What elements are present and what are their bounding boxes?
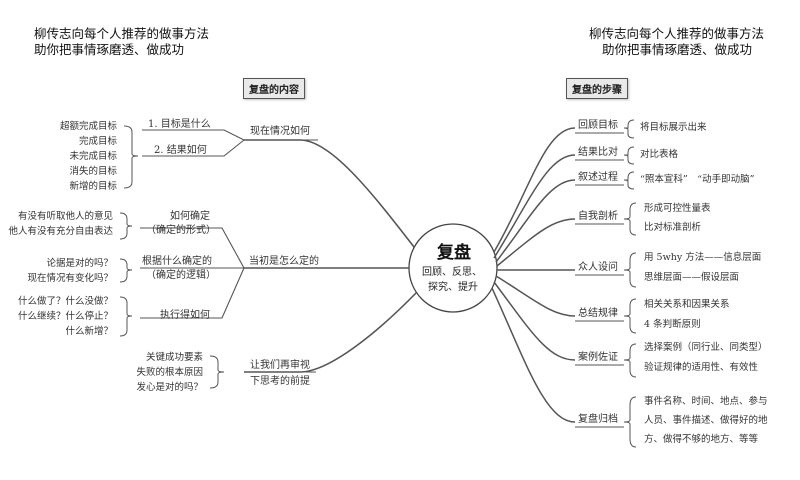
- step-label: 复盘归档: [578, 414, 618, 425]
- step-detail: 用 5why 方法——信息层面: [644, 252, 762, 263]
- step-detail: 将目标展示出来: [640, 122, 707, 133]
- center-title: 复盘: [437, 243, 471, 263]
- step-label: 案例佐证: [578, 352, 618, 363]
- b2-bracket-2: [119, 258, 133, 283]
- b1-bracket: [123, 125, 139, 189]
- b3-note: 发心是对的吗？: [136, 382, 203, 393]
- step-detail: 思维层面——假设层面: [644, 272, 740, 283]
- center-line2: 探究、提升: [428, 282, 478, 293]
- step-detail: 方、做得不够的地方、等等: [644, 434, 759, 445]
- right-section-label: 复盘的步骤: [566, 78, 628, 99]
- b3-note: 关键成功要素: [145, 352, 203, 363]
- left-branch-underlines: [244, 139, 322, 373]
- b2-bracket-3: [119, 296, 133, 337]
- step-detail: 形成可控性量表: [644, 203, 711, 214]
- b1-sublines: [142, 129, 245, 157]
- step-label: 回顾目标: [578, 120, 618, 131]
- step-label: 叙述过程: [578, 172, 618, 183]
- right-step-underlines: [575, 132, 624, 428]
- b2-sub3-note: 什么新增？: [65, 326, 113, 337]
- branch-premise-line1: 让我们再审视: [250, 360, 310, 371]
- b2-sub1-line1: 如何确定: [170, 211, 210, 222]
- b2-sub1-line2: （确定的形式）: [146, 225, 216, 236]
- right-brackets: [623, 119, 637, 448]
- b2-sub2-line2: （确定的逻辑）: [146, 270, 216, 281]
- step-detail: 事件名称、时间、地点、参与: [644, 396, 768, 407]
- branch-premise-line2: 下思考的前提: [250, 376, 310, 387]
- b2-sublines: [140, 227, 245, 319]
- b2-sub3-note: 什么做了？什么没做？: [17, 296, 113, 307]
- branch-line-current: [244, 139, 415, 248]
- header-right-line2: 助你把事情琢磨透、做成功: [601, 42, 752, 57]
- right-fan: [491, 127, 576, 423]
- b1-item-result: 2. 结果如何: [154, 145, 207, 156]
- step-label: 众人设问: [578, 262, 618, 273]
- b1-detail: 未完成目标: [69, 151, 117, 162]
- b1-detail: 完成目标: [78, 136, 117, 147]
- step-detail: 人员、事件描述、做得好的地: [644, 415, 768, 426]
- b1-detail: 消失的目标: [69, 166, 117, 177]
- header-left-line1: 柳传志向每个人推荐的做事方法: [34, 26, 210, 41]
- b2-sub2-note: 论据是对的吗？: [46, 258, 113, 269]
- step-detail: 相关关系和因果关系: [644, 299, 730, 310]
- b2-sub1-note: 有没有听取他人的意见: [17, 211, 113, 222]
- b1-detail: 超额完成目标: [59, 121, 117, 132]
- b2-sub2-note: 现在情况有变化吗？: [27, 273, 113, 284]
- b2-sub3-note: 什么继续？什么停止？: [17, 311, 113, 322]
- step-detail: 4 条判断原则: [644, 319, 701, 330]
- step-label: 结果比对: [578, 147, 618, 158]
- b1-item-goal: 1. 目标是什么: [148, 119, 211, 130]
- left-section-label: 复盘的内容: [243, 78, 305, 99]
- step-label: 自我剖析: [578, 211, 618, 222]
- header-left-line2: 助你把事情琢磨透、做成功: [34, 42, 185, 57]
- center-line1: 回顾、反思、: [422, 267, 482, 278]
- step-detail: 对比表格: [640, 149, 679, 160]
- b2-bracket-1: [119, 212, 133, 240]
- b3-bracket: [209, 355, 225, 389]
- b2-sub2-line1: 根据什么确定的: [142, 256, 212, 267]
- branch-current-label: 现在情况如何: [250, 126, 310, 137]
- step-detail: 选择案例（同行业、同类型）: [644, 342, 768, 353]
- b1-detail: 新增的目标: [69, 181, 117, 192]
- b2-sub3-line1: 执行得如何: [160, 310, 210, 321]
- step-detail: 比对标准剖析: [644, 222, 702, 233]
- header-right-line1: 柳传志向每个人推荐的做事方法: [588, 26, 764, 41]
- step-label: 总结规律: [578, 308, 618, 319]
- step-detail: “照本宣科” “动手即动脑”: [640, 174, 755, 185]
- b3-note: 失败的根本原因: [136, 367, 203, 378]
- b2-sub1-note: 他人有没有充分自由表达: [8, 226, 113, 237]
- step-detail: 验证规律的适用性、有效性: [644, 362, 759, 373]
- branch-origin-label: 当初是怎么定的: [249, 256, 319, 267]
